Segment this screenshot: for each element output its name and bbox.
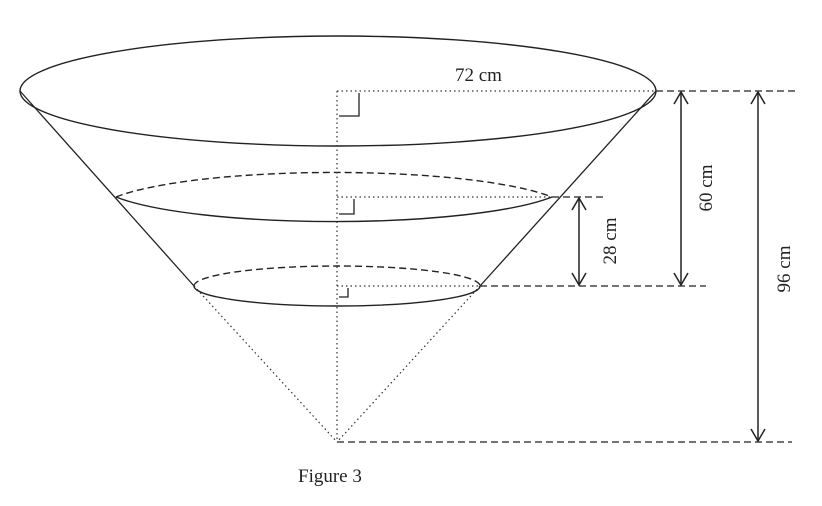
middle-rim-back <box>115 171 553 198</box>
figure-caption: Figure 3 <box>298 466 362 487</box>
bottom-rim-front <box>193 285 481 307</box>
bottom-rim-back <box>193 265 481 287</box>
right-angle-marker-middle <box>339 199 355 215</box>
radius-label: 72 cm <box>455 65 502 86</box>
height-label-28: 28 cm <box>600 217 621 264</box>
right-angle-marker-top <box>339 93 360 117</box>
cone-tip-right <box>336 285 481 443</box>
height-label-96: 96 cm <box>774 245 795 292</box>
cone-side-left <box>19 90 195 287</box>
right-angle-marker-bottom <box>339 288 349 298</box>
cone-tip-left <box>193 285 338 443</box>
dimension-arrow-28 <box>571 196 587 287</box>
cone-side-right <box>479 90 657 287</box>
middle-rim-front <box>115 196 553 223</box>
dimension-arrow-96 <box>750 90 766 443</box>
height-label-60: 60 cm <box>696 164 717 211</box>
dimension-arrow-60 <box>673 90 689 287</box>
